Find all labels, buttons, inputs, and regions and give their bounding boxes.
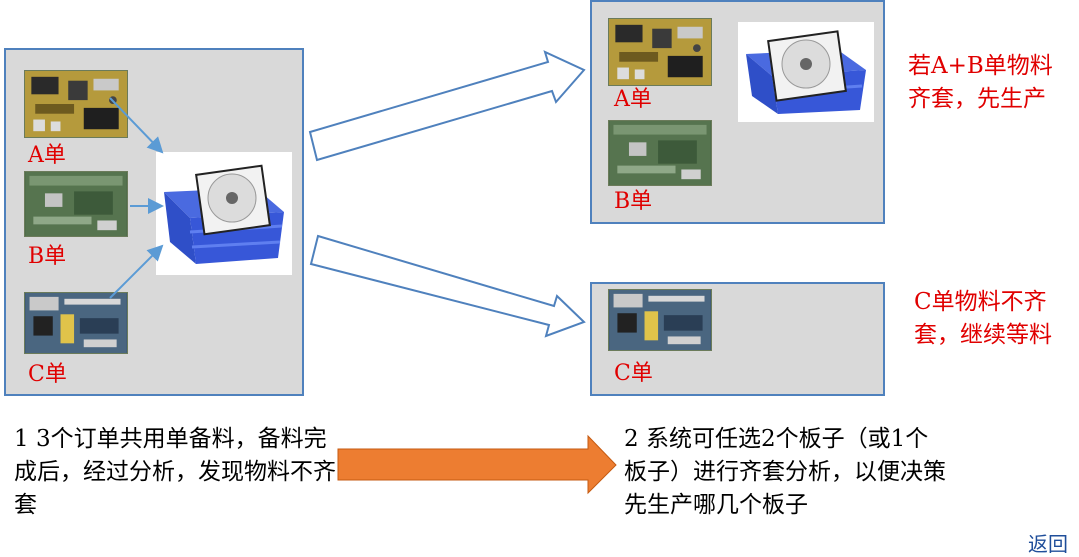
label-order-a: A单 xyxy=(28,143,66,168)
back-link[interactable]: 返回 xyxy=(1028,532,1068,556)
material-bin-image-ready xyxy=(738,22,874,122)
label-order-c: C单 xyxy=(28,362,67,387)
orange-arrow-step xyxy=(337,434,617,495)
board-b-image-ready xyxy=(608,120,712,186)
shared-material-bin-image xyxy=(156,152,292,275)
board-b-image xyxy=(24,171,128,237)
caption-step-2: 2 系统可任选2个板子（或1个板子）进行齐套分析，以便决策先生产哪几个板子 xyxy=(624,426,946,518)
arrow-to-ab-panel xyxy=(308,50,586,162)
label-order-b-ready: B单 xyxy=(614,189,653,214)
label-order-a-ready: A单 xyxy=(614,87,652,112)
label-order-c-waiting: C单 xyxy=(614,361,653,386)
note-c-waiting: C单物料不齐套，继续等料 xyxy=(914,289,1052,348)
board-a-image-ready xyxy=(608,18,712,86)
board-a-image xyxy=(24,70,128,138)
note-ab-ready: 若A+B单物料齐套，先生产 xyxy=(908,53,1053,112)
caption-step-1: 1 3个订单共用单备料，备料完成后，经过分析，发现物料不齐套 xyxy=(14,426,336,518)
label-order-b: B单 xyxy=(28,244,67,269)
board-c-image-waiting xyxy=(608,289,712,351)
board-c-image xyxy=(24,292,128,354)
arrow-to-c-panel xyxy=(309,234,586,338)
